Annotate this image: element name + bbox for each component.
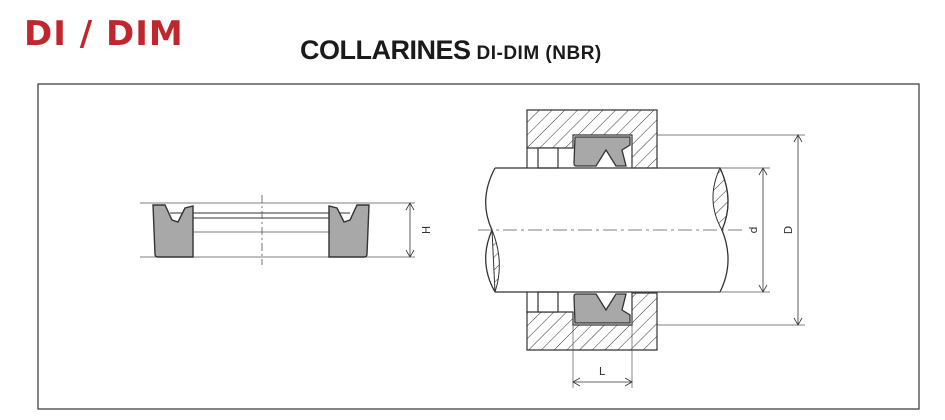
drawing-frame (37, 83, 920, 410)
height-label: H (420, 226, 433, 234)
assembly-view: d D L (478, 109, 805, 388)
title-sub: DI-DIM (NBR) (476, 43, 602, 64)
seal-profile-left (152, 204, 194, 258)
length-label: L (599, 365, 606, 378)
seal-top-installed (573, 136, 631, 167)
seal-profile-right (328, 204, 370, 258)
outer-diameter-label: D (782, 226, 795, 234)
seal-section-view: H (140, 195, 433, 265)
seal-bottom-installed (573, 293, 631, 324)
backup-ring-top (537, 147, 559, 169)
product-code: DI / DIM (24, 14, 184, 54)
title-main: COLLARINES (300, 35, 471, 65)
inner-diameter-label: d (747, 227, 760, 234)
backup-ring-bottom (537, 291, 559, 313)
